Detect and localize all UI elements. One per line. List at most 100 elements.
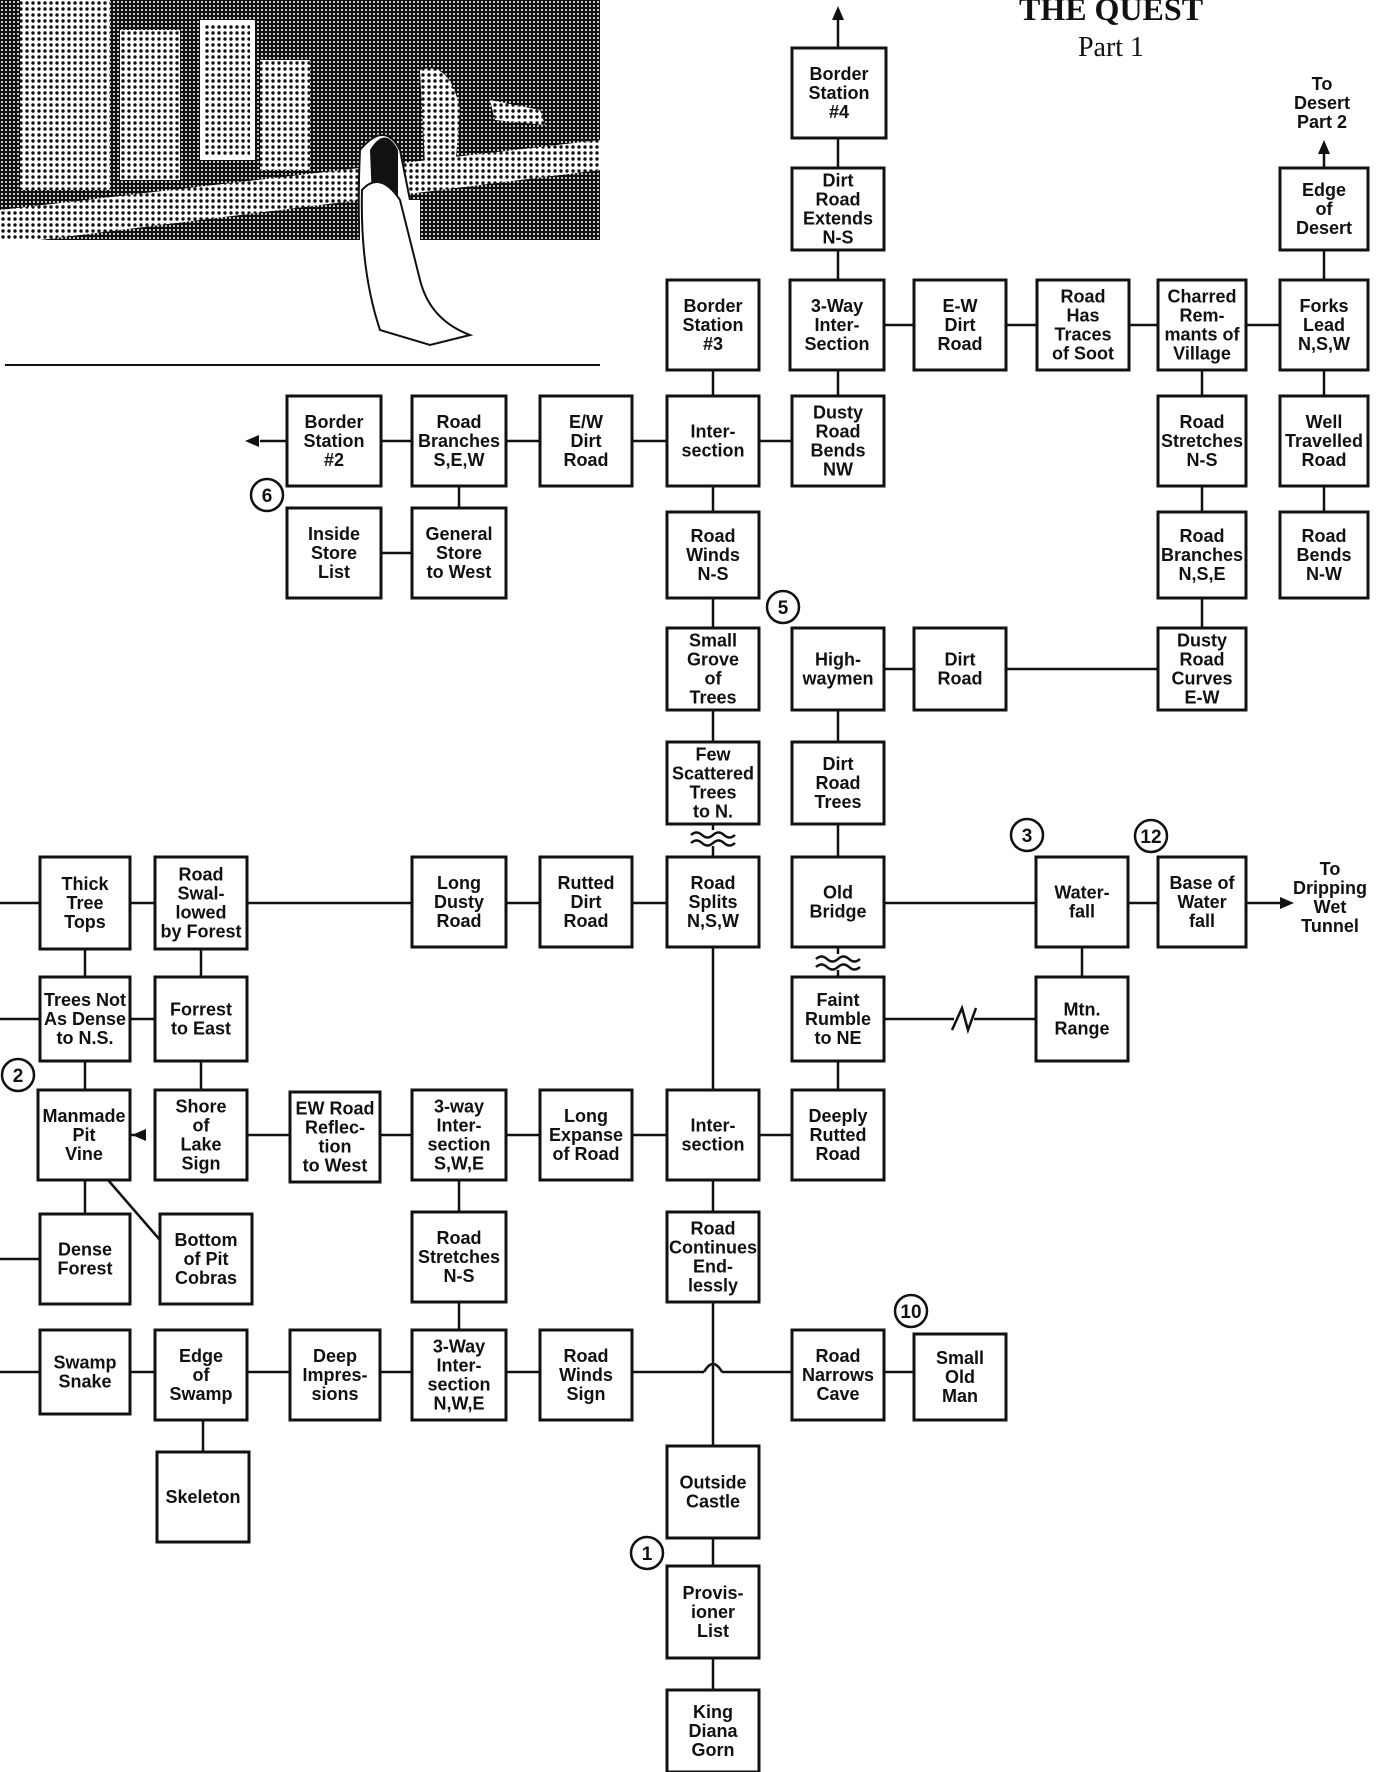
arrow-north: [832, 6, 844, 20]
badge-number: 2: [13, 1066, 24, 1087]
location-box-dustynw: DustyRoadBendsNW: [792, 396, 884, 486]
location-label: Skeleton: [165, 1487, 240, 1507]
location-box-highway: High-waymen: [792, 628, 884, 710]
location-box-ewrefl: EW RoadReflec-tionto West: [290, 1092, 380, 1182]
location-box-few: FewScatteredTreesto N.: [667, 742, 759, 824]
badge-number: 12: [1140, 827, 1161, 848]
location-label: SwampSnake: [53, 1353, 116, 1392]
location-box-inter2: Inter-section: [667, 1090, 759, 1180]
location-box-soot: RoadHasTracesof Soot: [1037, 280, 1129, 370]
badge-number: 6: [262, 486, 273, 507]
location-box-welltr: WellTravelledRoad: [1280, 396, 1368, 486]
badge-number: 5: [778, 598, 789, 619]
location-box-king: KingDianaGorn: [667, 1690, 759, 1772]
location-box-mtn: Mtn.Range: [1036, 977, 1128, 1061]
map-title: THE QUEST Part 1: [1019, 0, 1203, 63]
location-box-rsns2: RoadStretchesN-S: [412, 1212, 506, 1302]
location-box-bs3: BorderStation#3: [667, 280, 759, 370]
water-symbol-north: [691, 830, 735, 846]
location-label: KingDianaGorn: [688, 1702, 738, 1760]
location-box-cobras: Bottomof PitCobras: [160, 1214, 252, 1304]
illustration-image: [0, 0, 600, 365]
location-box-thick: ThickTreeTops: [40, 857, 130, 949]
badge-3: 3: [1011, 819, 1043, 851]
location-box-inter1: Inter-section: [667, 396, 759, 486]
location-label: ShoreofLakeSign: [175, 1097, 226, 1174]
subtitle-text: Part 1: [1078, 32, 1144, 63]
location-box-desert: EdgeofDesert: [1280, 168, 1368, 250]
location-label: RoadWindsSign: [559, 1346, 613, 1404]
arrow-to-tunnel: [1280, 897, 1294, 909]
exit-label-desert2: ToDesertPart 2: [1294, 74, 1350, 132]
badge-number: 1: [642, 1544, 653, 1565]
location-box-longexp: LongExpanseof Road: [540, 1090, 632, 1180]
location-label: 3-wayInter-sectionS,W,E: [427, 1097, 490, 1174]
location-box-oldman: SmallOldMan: [914, 1334, 1006, 1420]
badge-6: 6: [251, 479, 283, 511]
badge-1: 1: [631, 1537, 663, 1569]
arrow-to-desert: [1318, 140, 1330, 154]
location-box-rwsign: RoadWindsSign: [540, 1330, 632, 1420]
location-label: LongDustyRoad: [434, 873, 484, 931]
location-box-inside: InsideStoreList: [287, 508, 381, 598]
location-label: Inter-section: [681, 422, 744, 461]
badge-10: 10: [895, 1295, 927, 1327]
exit-label-tunnel: ToDrippingWetTunnel: [1293, 859, 1367, 936]
location-label: ThickTreeTops: [61, 874, 109, 932]
location-box-rbnw: RoadBendsN-W: [1280, 512, 1368, 598]
water-symbol-bridge: [816, 954, 860, 970]
location-box-swe: 3-wayInter-sectionS,W,E: [412, 1090, 506, 1180]
badge-5: 5: [767, 591, 799, 623]
location-box-waterfall: Water-fall: [1036, 857, 1128, 947]
break-symbol: [952, 1008, 976, 1030]
location-label: OutsideCastle: [679, 1473, 746, 1512]
location-label: CharredRem-mants ofVillage: [1164, 287, 1240, 364]
location-box-basewf: Base ofWaterfall: [1158, 857, 1246, 947]
badge-number: 3: [1022, 826, 1033, 847]
location-box-rbsew: RoadBranchesS,E,W: [412, 396, 506, 486]
location-box-skeleton: Skeleton: [157, 1452, 249, 1542]
location-box-manmade: ManmadePitVine: [38, 1090, 130, 1180]
title-text: THE QUEST: [1019, 0, 1203, 27]
location-box-charred: CharredRem-mants ofVillage: [1158, 280, 1246, 370]
location-box-dustyew: DustyRoadCurvesE-W: [1158, 628, 1246, 710]
